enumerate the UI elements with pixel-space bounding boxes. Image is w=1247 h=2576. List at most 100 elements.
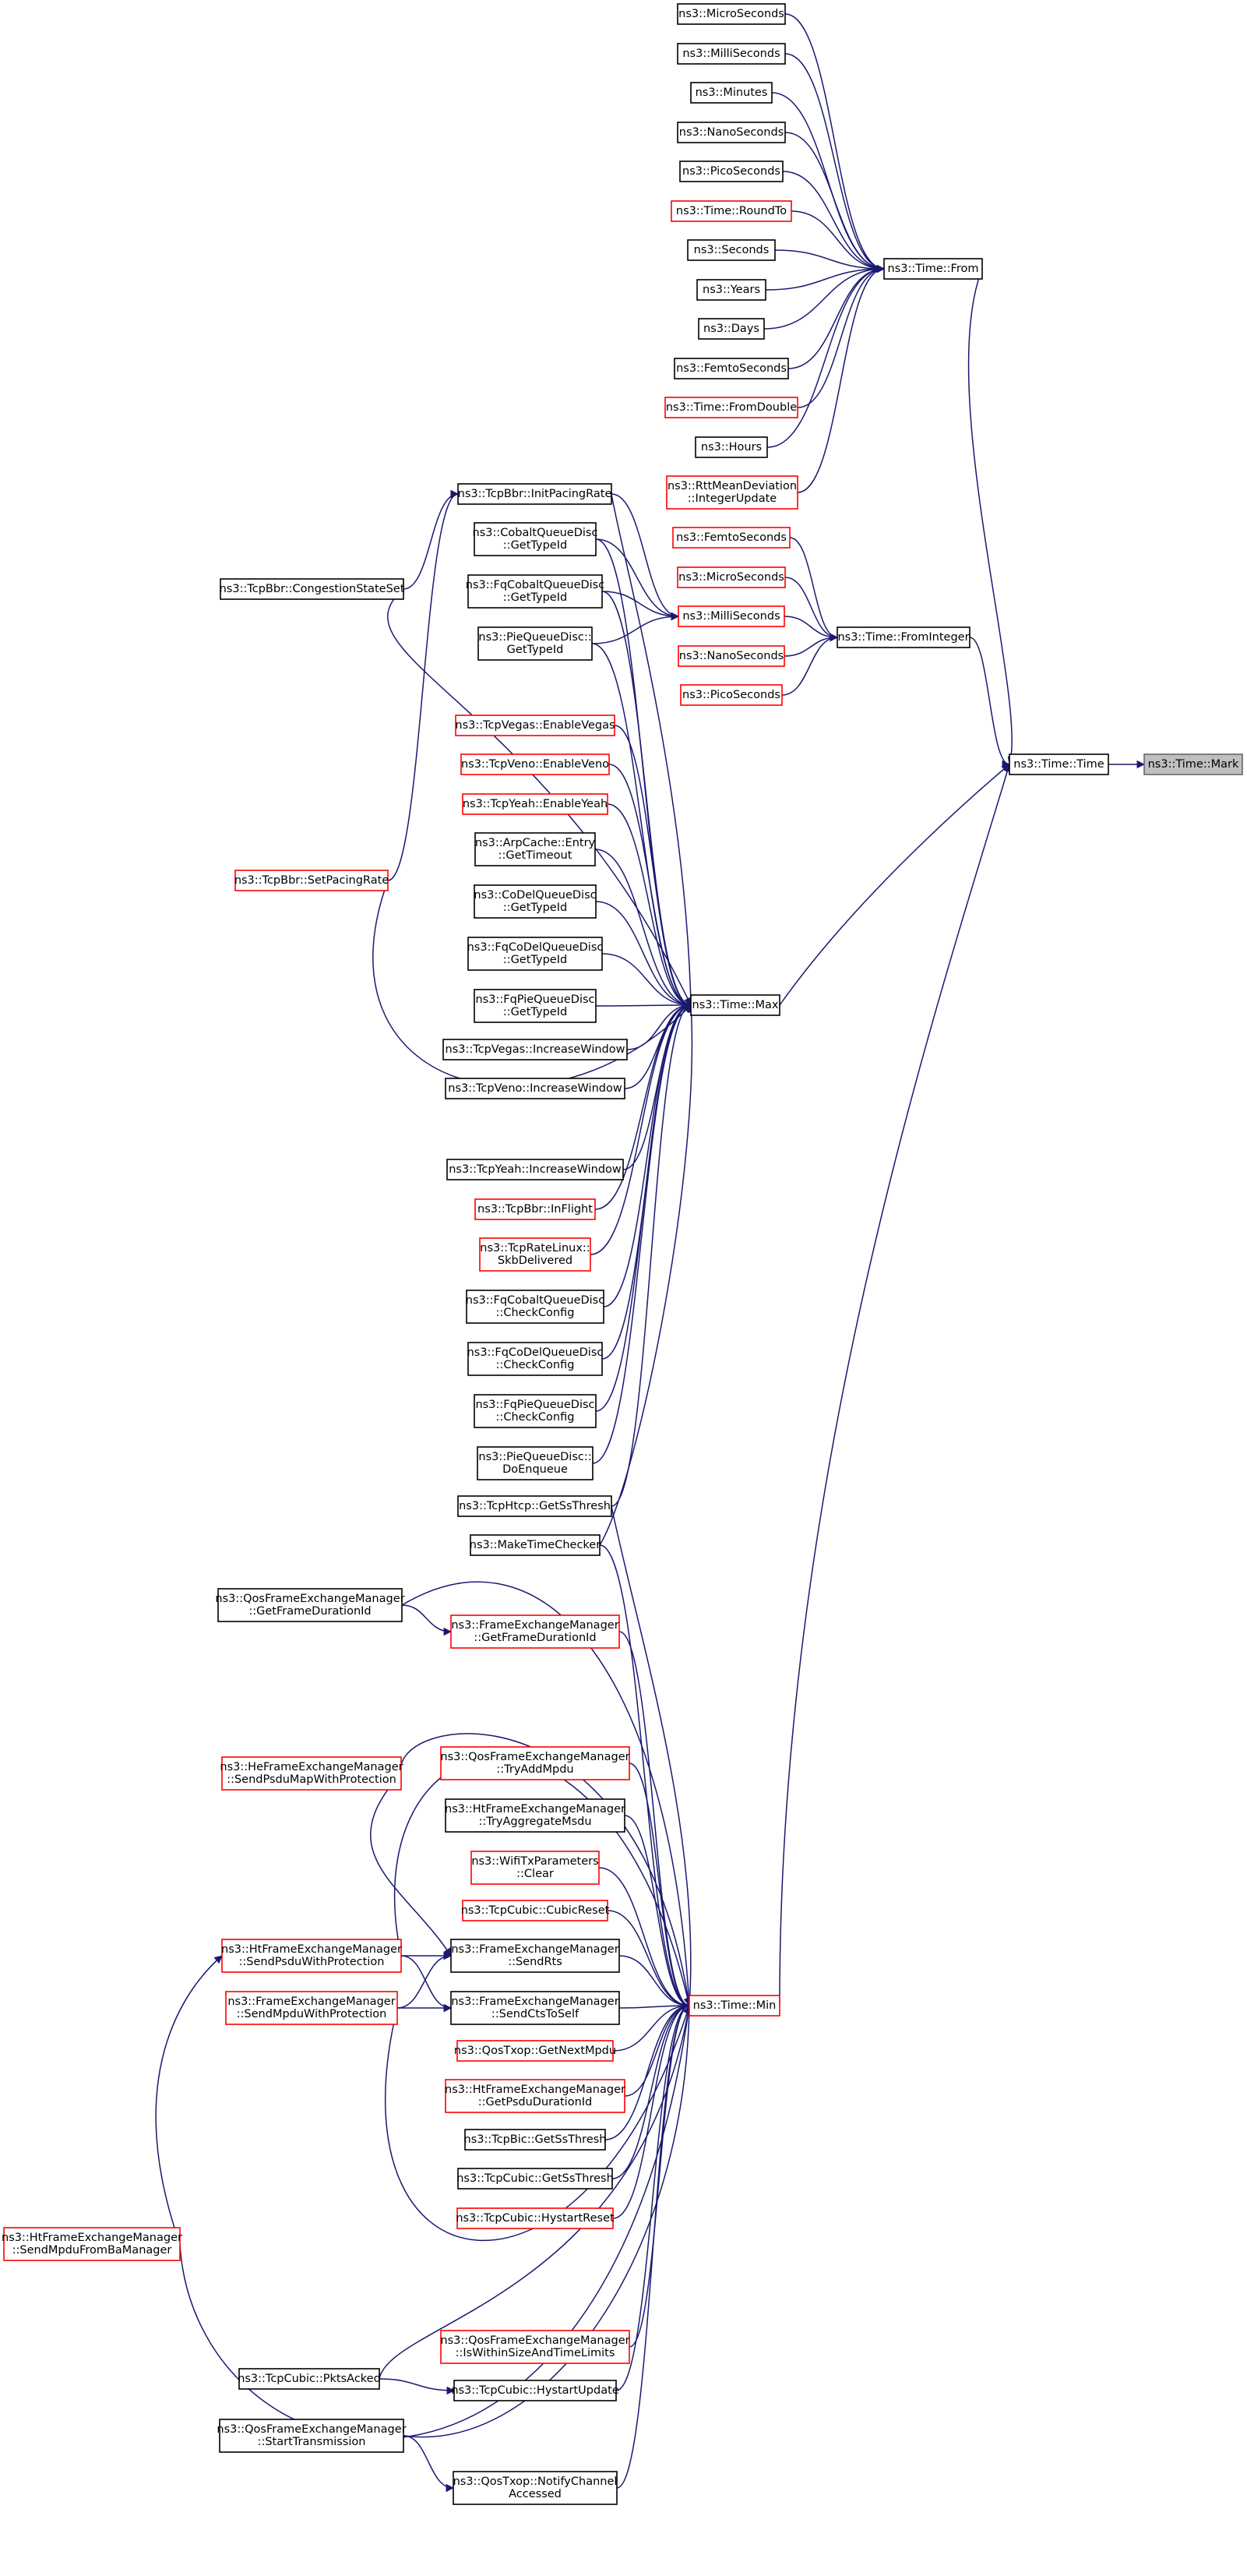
node-ns3-tcpcubic-hystartupdate[interactable]: ns3::TcpCubic::HystartUpdate bbox=[451, 2380, 619, 2401]
node-ns3-qosframeexchangemanager-iswithinsizeandtimelimits[interactable]: ns3::QosFrameExchangeManager::IsWithinSi… bbox=[440, 2330, 630, 2364]
node-ns3-frameexchangemanager-sendrts[interactable]: ns3::FrameExchangeManager::SendRts bbox=[450, 1939, 620, 1973]
node-ns3-fqpiequeuedisc-checkconfig[interactable]: ns3::FqPieQueueDisc::CheckConfig bbox=[474, 1394, 597, 1428]
node-label: ::CheckConfig bbox=[496, 1411, 575, 1424]
node-ns3-tcpyeah-enableyeah[interactable]: ns3::TcpYeah::EnableYeah bbox=[462, 793, 608, 815]
node-ns3-frameexchangemanager-sendmpduwithprotection[interactable]: ns3::FrameExchangeManager::SendMpduWithP… bbox=[225, 1991, 398, 2025]
node-ns3-arpcache-entry-gettimeout[interactable]: ns3::ArpCache::Entry::GetTimeout bbox=[474, 832, 596, 866]
node-ns3-qosframeexchangemanager-starttransmission[interactable]: ns3::QosFrameExchangeManager::StartTrans… bbox=[217, 2419, 407, 2453]
node-ns3-femtoseconds[interactable]: ns3::FemtoSeconds bbox=[674, 358, 789, 379]
node-ns3-htframeexchangemanager-tryaggregatemsdu[interactable]: ns3::HtFrameExchangeManager::TryAggregat… bbox=[445, 1798, 625, 1833]
node-ns3-tcpcubic-cubicreset[interactable]: ns3::TcpCubic::CubicReset bbox=[461, 1900, 610, 1921]
node-ns3-milliseconds[interactable]: ns3::MilliSeconds bbox=[678, 605, 785, 627]
node-box bbox=[450, 1939, 620, 1973]
node-ns3-qosframeexchangemanager-tryaddmpdu[interactable]: ns3::QosFrameExchangeManager::TryAddMpdu bbox=[440, 1746, 630, 1780]
node-ns3-htframeexchangemanager-sendmpdufrombamanager[interactable]: ns3::HtFrameExchangeManager::SendMpduFro… bbox=[2, 2227, 182, 2261]
node-ns3-tcpbbr-setpacingrate[interactable]: ns3::TcpBbr::SetPacingRate bbox=[234, 870, 389, 891]
node-ns3-hours[interactable]: ns3::Hours bbox=[695, 436, 768, 458]
node-box bbox=[474, 832, 596, 866]
node-label: ns3::Time::FromInteger bbox=[837, 631, 969, 644]
node-ns3-nanoseconds[interactable]: ns3::NanoSeconds bbox=[677, 122, 786, 143]
node-ns3-qosframeexchangemanager-getframedurationid[interactable]: ns3::QosFrameExchangeManager::GetFrameDu… bbox=[215, 1588, 405, 1622]
node-ns3-fqcobaltqueuedisc-gettypeid[interactable]: ns3::FqCobaltQueueDisc::GetTypeId bbox=[466, 574, 604, 609]
node-ns3-time-from[interactable]: ns3::Time::From bbox=[883, 258, 983, 280]
node-ns3-seconds[interactable]: ns3::Seconds bbox=[687, 239, 776, 261]
node-label: ns3::PieQueueDisc:: bbox=[478, 1451, 591, 1463]
edge-max-to-time bbox=[779, 764, 1010, 1006]
node-label: ns3::TcpVegas::EnableVegas bbox=[455, 719, 615, 732]
node-ns3-time-fromdouble[interactable]: ns3::Time::FromDouble bbox=[664, 397, 798, 418]
node-ns3-heframeexchangemanager-sendpsdumapwithprotection[interactable]: ns3::HeFrameExchangeManager::SendPsduMap… bbox=[220, 1756, 403, 1791]
node-label: ns3::HeFrameExchangeManager bbox=[220, 1761, 403, 1773]
node-ns3-fqpiequeuedisc-gettypeid[interactable]: ns3::FqPieQueueDisc::GetTypeId bbox=[474, 989, 597, 1023]
node-ns3-nanoseconds[interactable]: ns3::NanoSeconds bbox=[678, 645, 785, 667]
node-label: ns3::Time::From bbox=[888, 263, 979, 275]
node-ns3-minutes[interactable]: ns3::Minutes bbox=[690, 82, 773, 104]
node-ns3-tcpvegas-increasewindow[interactable]: ns3::TcpVegas::IncreaseWindow bbox=[442, 1039, 628, 1060]
node-ns3-tcphtcp-getssthresh[interactable]: ns3::TcpHtcp::GetSsThresh bbox=[457, 1495, 612, 1517]
edge-micro-to-from bbox=[784, 13, 886, 273]
node-ns3-rttmeandeviation-integerupdate[interactable]: ns3::RttMeanDeviation::IntegerUpdate bbox=[666, 475, 798, 510]
node-box bbox=[466, 1290, 604, 1324]
node-ns3-frameexchangemanager-getframedurationid[interactable]: ns3::FrameExchangeManager::GetFrameDurat… bbox=[450, 1614, 620, 1649]
node-box bbox=[462, 1900, 608, 1921]
node-label: ns3::Time::RoundTo bbox=[676, 205, 787, 217]
node-ns3-maketimechecker[interactable]: ns3::MakeTimeChecker bbox=[470, 1534, 601, 1556]
node-box bbox=[837, 626, 970, 648]
node-ns3-tcpbbr-congestionstateset[interactable]: ns3::TcpBbr::CongestionStateSet bbox=[220, 578, 405, 600]
node-ns3-femtoseconds[interactable]: ns3::FemtoSeconds bbox=[672, 527, 791, 549]
node-label: ns3::QosFrameExchangeManager bbox=[440, 2334, 629, 2347]
node-box bbox=[680, 684, 783, 706]
node-ns3-time-frominteger[interactable]: ns3::Time::FromInteger bbox=[837, 626, 970, 648]
node-box bbox=[474, 1198, 596, 1220]
node-box bbox=[225, 1991, 398, 2025]
node-ns3-fqcobaltqueuedisc-checkconfig[interactable]: ns3::FqCobaltQueueDisc::CheckConfig bbox=[466, 1290, 604, 1324]
node-label: ::GetTypeId bbox=[503, 591, 567, 604]
node-ns3-picoseconds[interactable]: ns3::PicoSeconds bbox=[679, 161, 784, 182]
node-ns3-tcpratelinux-skbdelivered[interactable]: ns3::TcpRateLinux::SkbDelivered bbox=[479, 1237, 591, 1272]
node-label: ::GetTypeId bbox=[503, 954, 567, 966]
edge-days-to-from bbox=[763, 264, 886, 330]
node-ns3-htframeexchangemanager-sendpsduwithprotection[interactable]: ns3::HtFrameExchangeManager::SendPsduWit… bbox=[221, 1939, 402, 1973]
node-ns3-milliseconds[interactable]: ns3::MilliSeconds bbox=[677, 43, 786, 65]
node-ns3-cobaltqueuedisc-gettypeid[interactable]: ns3::CobaltQueueDisc::GetTypeId bbox=[473, 522, 598, 556]
node-ns3-piequeuedisc-gettypeid[interactable]: ns3::PieQueueDisc::GetTypeId bbox=[477, 626, 593, 661]
node-ns3-time-min[interactable]: ns3::Time::Min bbox=[689, 1995, 780, 2017]
node-box bbox=[467, 937, 603, 971]
node-ns3-tcpbic-getssthresh[interactable]: ns3::TcpBic::GetSsThresh bbox=[464, 2129, 607, 2151]
node-ns3-fqcodelqueuedisc-checkconfig[interactable]: ns3::FqCoDelQueueDisc::CheckConfig bbox=[467, 1342, 604, 1376]
edge-qosstart-to-min bbox=[403, 2004, 694, 2438]
node-ns3-tcpcubic-hystartreset[interactable]: ns3::TcpCubic::HystartReset bbox=[456, 2207, 615, 2229]
node-ns3-qostxop-getnextmpdu[interactable]: ns3::QosTxop::GetNextMpdu bbox=[454, 2040, 616, 2062]
node-box bbox=[477, 1446, 594, 1480]
node-ns3-days[interactable]: ns3::Days bbox=[698, 318, 765, 340]
node-label: ns3::WifiTxParameters bbox=[471, 1855, 598, 1868]
node-ns3-htframeexchangemanager-getpsdudurationid[interactable]: ns3::HtFrameExchangeManager::GetPsduDura… bbox=[445, 2079, 625, 2113]
node-ns3-piequeuedisc-doenqueue[interactable]: ns3::PieQueueDisc::DoEnqueue bbox=[477, 1446, 594, 1480]
node-label: ns3::Time::Max bbox=[692, 999, 779, 1011]
node-ns3-time-max[interactable]: ns3::Time::Max bbox=[690, 994, 780, 1016]
node-label: ns3::FqPieQueueDisc bbox=[475, 1399, 594, 1411]
node-ns3-tcpbbr-inflight[interactable]: ns3::TcpBbr::InFlight bbox=[474, 1198, 596, 1220]
node-ns3-tcpbbr-initpacingrate[interactable]: ns3::TcpBbr::InitPacingRate bbox=[457, 483, 612, 505]
node-ns3-fqcodelqueuedisc-gettypeid[interactable]: ns3::FqCoDelQueueDisc::GetTypeId bbox=[467, 937, 604, 971]
node-ns3-picoseconds[interactable]: ns3::PicoSeconds bbox=[680, 684, 783, 706]
node-ns3-tcpcubic-pktsacked[interactable]: ns3::TcpCubic::PktsAcked bbox=[238, 2368, 381, 2390]
node-ns3-years[interactable]: ns3::Years bbox=[696, 279, 766, 301]
node-ns3-codelqueuedisc-gettypeid[interactable]: ns3::CoDelQueueDisc::GetTypeId bbox=[474, 884, 597, 919]
node-ns3-microseconds[interactable]: ns3::MicroSeconds bbox=[677, 566, 786, 588]
node-ns3-tcpveno-enableveno[interactable]: ns3::TcpVeno::EnableVeno bbox=[460, 753, 610, 775]
node-label: ns3::TcpHtcp::GetSsThresh bbox=[459, 1500, 611, 1512]
node-label: ns3::HtFrameExchangeManager bbox=[445, 1803, 625, 1816]
node-ns3-tcpyeah-increasewindow[interactable]: ns3::TcpYeah::IncreaseWindow bbox=[446, 1159, 624, 1180]
node-label: ::SendMpduFromBaManager bbox=[12, 2244, 172, 2257]
node-ns3-time-time[interactable]: ns3::Time::Time bbox=[1009, 753, 1109, 775]
node-ns3-tcpvegas-enablevegas[interactable]: ns3::TcpVegas::EnableVegas bbox=[455, 715, 615, 736]
node-ns3-frameexchangemanager-sendctstoself[interactable]: ns3::FrameExchangeManager::SendCtsToSelf bbox=[450, 1991, 620, 2025]
node-ns3-time-roundto[interactable]: ns3::Time::RoundTo bbox=[671, 200, 792, 222]
node-ns3-tcpcubic-getssthresh[interactable]: ns3::TcpCubic::GetSsThresh bbox=[456, 2168, 614, 2190]
node-ns3-wifitxparameters-clear[interactable]: ns3::WifiTxParameters::Clear bbox=[470, 1851, 600, 1885]
node-ns3-microseconds[interactable]: ns3::MicroSeconds bbox=[677, 3, 786, 25]
node-ns3-tcpveno-increasewindow[interactable]: ns3::TcpVeno::IncreaseWindow bbox=[445, 1078, 625, 1099]
node-ns3-time-mark[interactable]: ns3::Time::Mark bbox=[1143, 753, 1243, 775]
